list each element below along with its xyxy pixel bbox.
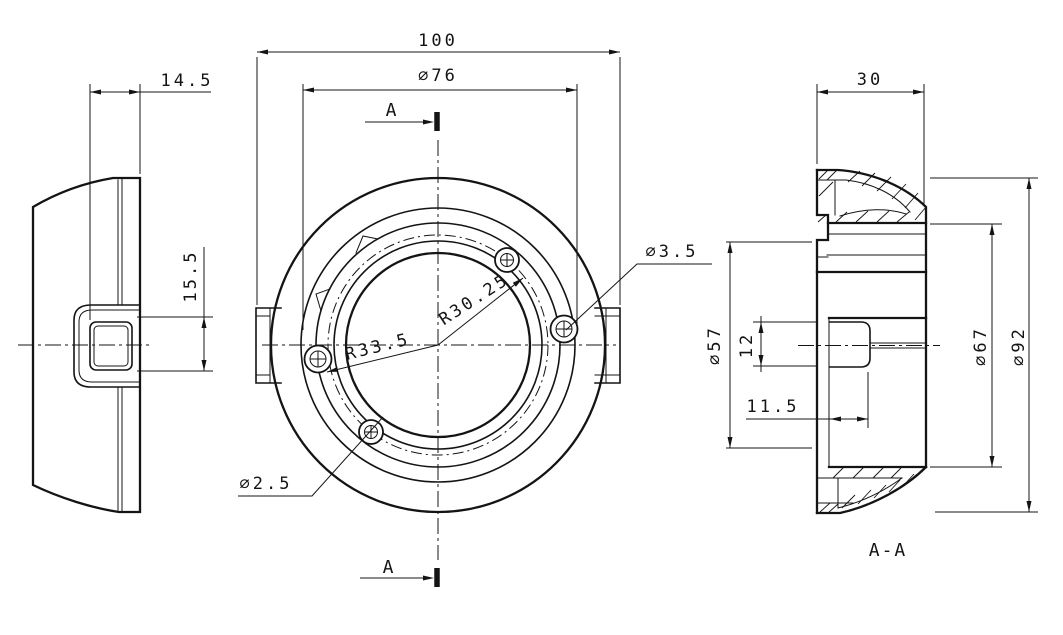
screw-top-right-icon <box>500 253 514 267</box>
section-cut-markers: A A <box>360 100 440 587</box>
overall-width-dim-label: 100 <box>418 31 458 51</box>
mount-side-tabs <box>255 307 621 384</box>
release-button-housing <box>73 304 141 388</box>
flange-dia-dim-label: ⌀76 <box>418 66 458 86</box>
front-view-centerlines <box>262 140 616 560</box>
screw-bottom-icon <box>364 425 378 439</box>
release-button <box>89 321 133 371</box>
button-height-dim-label: 12 <box>737 332 757 358</box>
bayonet-ramp-1 <box>355 235 379 254</box>
screw-large-dia-label: ⌀3.5 <box>646 242 699 262</box>
section-view-title: A-A <box>869 540 908 561</box>
side-depth-dim-label: 14.5 <box>161 71 214 91</box>
side-button-dim-label: 15.5 <box>181 250 201 303</box>
front-view-dimensions: 100 ⌀76 R33.5 R30.25 ⌀3.5 ⌀2.5 <box>238 31 712 497</box>
section-view: 30 ⌀57 12 11.5 ⌀67 <box>705 70 1038 561</box>
bayonet-ramp-2 <box>315 288 331 312</box>
button-depth-dim-label: 11.5 <box>747 397 800 417</box>
section-dimensions: 30 ⌀57 12 11.5 ⌀67 <box>705 70 1038 513</box>
side-view-dimensions: 14.5 15.5 <box>89 71 214 372</box>
section-marker-top-label: A <box>386 100 399 121</box>
bore-dia-dim-label: ⌀57 <box>705 325 725 365</box>
screw-left-icon <box>309 350 327 368</box>
screw-right-icon <box>555 320 573 338</box>
depth-dim-label: 30 <box>857 70 883 90</box>
mid-dia-dim-label: ⌀67 <box>971 326 991 366</box>
section-hatching <box>817 169 927 514</box>
radius-pitch-dim-label: R30.25 <box>436 270 514 330</box>
mount-screws <box>303 247 579 445</box>
outer-dia-dim-label: ⌀92 <box>1009 326 1029 366</box>
side-view: 14.5 15.5 <box>18 71 214 514</box>
front-view: A A 100 ⌀76 R33.5 R30.25 <box>238 31 712 587</box>
release-button-section <box>829 321 871 368</box>
section-outline <box>815 168 928 515</box>
screw-small-dia-label: ⌀2.5 <box>240 474 293 494</box>
section-marker-bottom-label: A <box>383 557 396 578</box>
